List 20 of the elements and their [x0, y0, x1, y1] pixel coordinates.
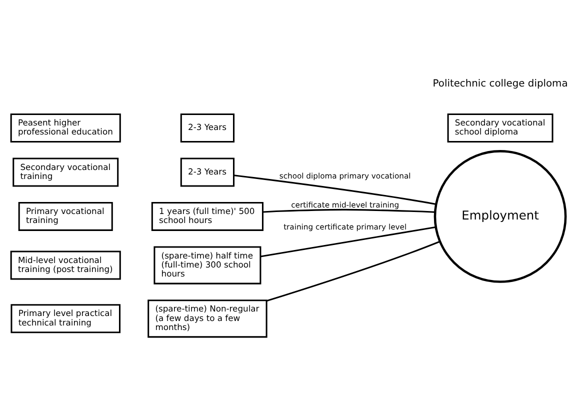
connector	[262, 208, 435, 213]
label: Politechnic college diploma	[432, 78, 568, 90]
node-box: (spare-time) half time (full-time) 300 school hours	[154, 246, 262, 284]
edge-label: school diploma primary vocational	[279, 171, 411, 180]
node-box: Secondary vocational training	[12, 158, 119, 187]
node-box: Peasent higher professional education	[10, 114, 121, 142]
node-box: 1 years (full time)' 500 school hours	[151, 202, 264, 231]
edge-label: training certificate primary level	[284, 222, 407, 232]
edge-label: certificate mid-level training	[291, 200, 400, 210]
node-box: Mid-level vocational training (post training)	[10, 250, 121, 280]
node-box: Primary vocational training	[18, 202, 113, 231]
node-box: Primary level practical technical training	[10, 304, 121, 334]
node-box: (spare-time) Non-regular (a few days to a few months)	[148, 300, 268, 338]
node-box: 2-3 Years	[180, 114, 235, 142]
connector	[266, 240, 440, 302]
node-box: 2-3 Years	[180, 158, 235, 187]
node-circle: Employment	[434, 150, 567, 283]
connector	[260, 226, 436, 258]
node-box: Secondary vocational school diploma	[447, 114, 554, 142]
connector	[234, 174, 436, 205]
